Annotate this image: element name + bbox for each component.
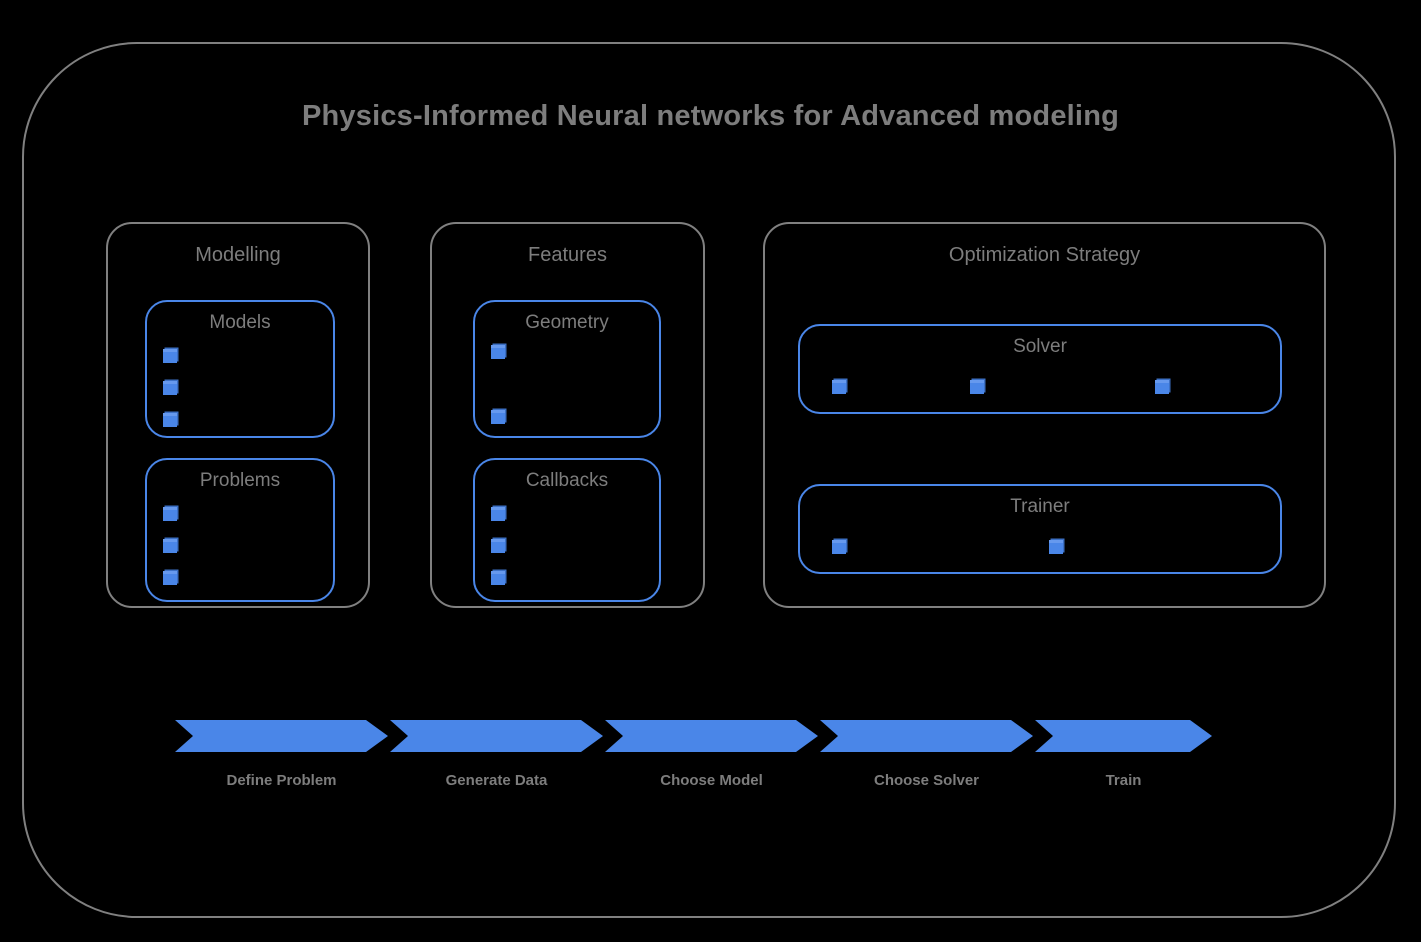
cube-bullet-icon xyxy=(163,571,177,585)
group-models[interactable]: Models xyxy=(145,300,335,438)
pipeline-flow: Define Problem Generate Data Choose Mode… xyxy=(0,700,1421,810)
group-solver[interactable]: Solver xyxy=(798,324,1282,414)
cube-bullet-icon xyxy=(491,571,505,585)
group-title-solver: Solver xyxy=(1013,336,1067,357)
cube-bullet-icon xyxy=(163,413,177,427)
group-geometry[interactable]: Geometry xyxy=(473,300,661,438)
cube-bullet-icon xyxy=(491,345,505,359)
pipeline-chevron-1 xyxy=(175,720,388,752)
pipeline-chevron-5 xyxy=(1035,720,1212,752)
section-title-modelling: Modelling xyxy=(195,244,281,266)
cube-bullet-icon xyxy=(1049,540,1063,554)
page-title: Physics-Informed Neural networks for Adv… xyxy=(301,100,1120,132)
cube-bullet-icon xyxy=(163,349,177,363)
section-title-features: Features xyxy=(528,244,607,266)
group-trainer[interactable]: Trainer xyxy=(798,484,1282,574)
pipeline-step-label-3: Choose Model xyxy=(660,772,763,789)
group-title-callbacks: Callbacks xyxy=(525,470,609,491)
group-problems[interactable]: Problems xyxy=(145,458,335,602)
group-title-geometry: Geometry xyxy=(525,312,609,333)
cube-bullet-icon xyxy=(491,410,505,424)
section-optimization-strategy: Optimization Strategy xyxy=(763,222,1326,608)
cube-bullet-icon xyxy=(970,380,984,394)
pipeline-step-label-4: Choose Solver xyxy=(873,772,980,789)
cube-bullet-icon xyxy=(832,540,846,554)
diagram-outer-frame xyxy=(22,42,1396,918)
cube-bullet-icon xyxy=(491,539,505,553)
section-features: Features xyxy=(430,222,705,608)
pipeline-chevrons xyxy=(175,720,1212,752)
pipeline-chevron-2 xyxy=(390,720,603,752)
pipeline-step-label-1: Define Problem xyxy=(226,772,337,789)
cube-bullet-icon xyxy=(832,380,846,394)
cube-bullet-icon xyxy=(163,381,177,395)
group-title-models: Models xyxy=(209,312,271,333)
pipeline-chevron-3 xyxy=(605,720,818,752)
cube-bullet-icon xyxy=(1155,380,1169,394)
pipeline-chevron-4 xyxy=(820,720,1033,752)
cube-bullet-icon xyxy=(163,539,177,553)
cube-bullet-icon xyxy=(491,507,505,521)
pipeline-step-label-2: Generate Data xyxy=(445,772,548,789)
section-title-optimization-strategy: Optimization Strategy xyxy=(948,244,1141,266)
group-callbacks[interactable]: Callbacks xyxy=(473,458,661,602)
pipeline-step-label-5: Train xyxy=(1105,772,1142,789)
group-title-problems: Problems xyxy=(199,470,281,491)
group-title-trainer: Trainer xyxy=(1010,496,1070,517)
section-modelling: Modelling xyxy=(106,222,370,608)
cube-bullet-icon xyxy=(163,507,177,521)
